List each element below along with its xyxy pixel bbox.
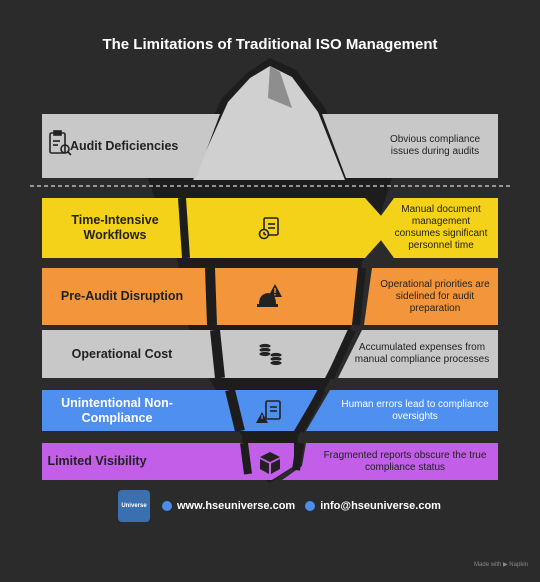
- level-label-unintentional-non-compliance: Unintentional Non-Compliance: [61, 395, 173, 425]
- globe-icon: [162, 501, 172, 511]
- coins-stack-icon: [258, 343, 283, 366]
- cut-left-2: [178, 197, 190, 259]
- row-right-bg-2: [372, 198, 498, 258]
- row-right-bg-1: [322, 114, 498, 178]
- row-right-bg-4: [338, 330, 498, 378]
- brand-logo-text: Universe: [121, 503, 147, 509]
- cut-left-3: [205, 267, 217, 326]
- iceberg-tip-shade: [268, 66, 292, 108]
- document-clock-icon: [258, 217, 279, 240]
- level-label-operational-cost: Operational Cost: [71, 346, 173, 361]
- level-label-time-intensive-workflows: Time-Intensive Workflows: [71, 213, 159, 242]
- row-left-bg-1: [42, 114, 220, 178]
- level-label-pre-audit-disruption: Pre-Audit Disruption: [60, 289, 184, 303]
- level-description-time-intensive-workflows: Manual document management consumes sign…: [394, 204, 488, 251]
- row-bg-4: [42, 330, 350, 378]
- footer-website[interactable]: www.hseuniverse.com: [162, 500, 295, 512]
- row-bg-3: [42, 268, 360, 325]
- row-bg-6: [42, 443, 294, 480]
- cut-left-6: [240, 442, 252, 475]
- level-description-pre-audit-disruption: Operational priorities are sidelined for…: [380, 278, 490, 314]
- cut-right-6: [292, 442, 304, 471]
- box-icon: [260, 452, 280, 474]
- row-right-bg-3: [364, 268, 498, 325]
- cut-left-5: [225, 388, 245, 433]
- level-description-operational-cost: Accumulated expenses from manual complia…: [354, 342, 490, 365]
- cut-right-5: [296, 388, 326, 433]
- level-label-limited-visibility: Limited Visibility: [47, 454, 147, 468]
- clipboard-search-icon: [49, 130, 72, 156]
- row-bg-2: [42, 198, 392, 258]
- footer: Universe www.hseuniverse.com info@hseuni…: [118, 490, 441, 522]
- brand-logo: Universe: [118, 490, 150, 522]
- cut-right-4: [326, 328, 356, 380]
- hardhat-warning-icon: [257, 284, 282, 307]
- row-bg-5: [42, 390, 318, 431]
- level-label-audit-deficiencies: Audit Deficiencies: [70, 138, 179, 153]
- cut-left-4: [210, 329, 225, 379]
- website-link[interactable]: www.hseuniverse.com: [177, 500, 296, 512]
- iceberg-tip: [193, 66, 345, 180]
- mail-icon: [305, 501, 316, 511]
- napkin-credit: Made with ▶ Napkin: [474, 562, 528, 568]
- level-description-unintentional-non-compliance: Human errors lead to compliance oversigh…: [341, 398, 489, 422]
- page-title: The Limitations of Traditional ISO Manag…: [102, 36, 438, 53]
- document-warning-icon: [256, 400, 281, 423]
- row-right-bg-5: [306, 390, 498, 431]
- email-link[interactable]: info@hseuniverse.com: [320, 500, 441, 512]
- level-description-audit-deficiencies: Obvious compliance issues during audits: [389, 134, 481, 157]
- footer-email[interactable]: info@hseuniverse.com: [305, 500, 441, 512]
- level-description-limited-visibility: Fragmented reports obscure the true comp…: [323, 449, 487, 473]
- cut-right-3: [352, 267, 366, 326]
- row-right-bg-6: [282, 443, 498, 480]
